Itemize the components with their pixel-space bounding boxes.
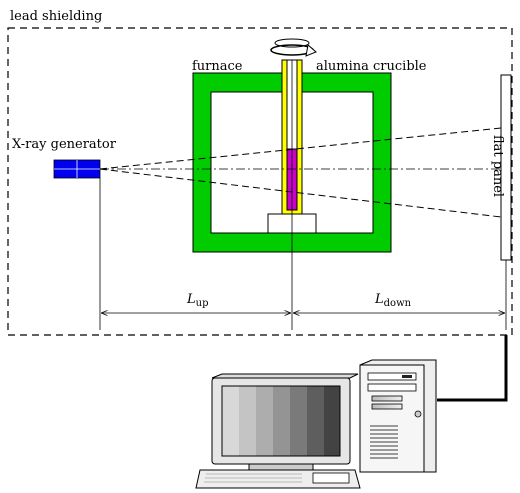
l-up-label: Lup	[186, 292, 208, 309]
computer-monitor	[211, 373, 359, 471]
detector-cable	[437, 335, 508, 402]
xray-generator-label: X-ray generator	[12, 137, 117, 152]
flat-panel-label: flat panel	[490, 135, 505, 197]
rotation-arrow-icon	[270, 38, 317, 57]
furnace-label: furnace	[192, 59, 243, 74]
keyboard	[195, 469, 361, 489]
lead-shielding-boundary	[7, 27, 513, 336]
l-down-label: Ldown	[374, 292, 412, 309]
computer-tower	[359, 359, 437, 473]
alumina-crucible-label: alumina crucible	[316, 59, 427, 74]
xray-generator	[53, 159, 101, 179]
lead-shielding-label: lead shielding	[10, 9, 102, 24]
xray-beam	[99, 127, 502, 218]
